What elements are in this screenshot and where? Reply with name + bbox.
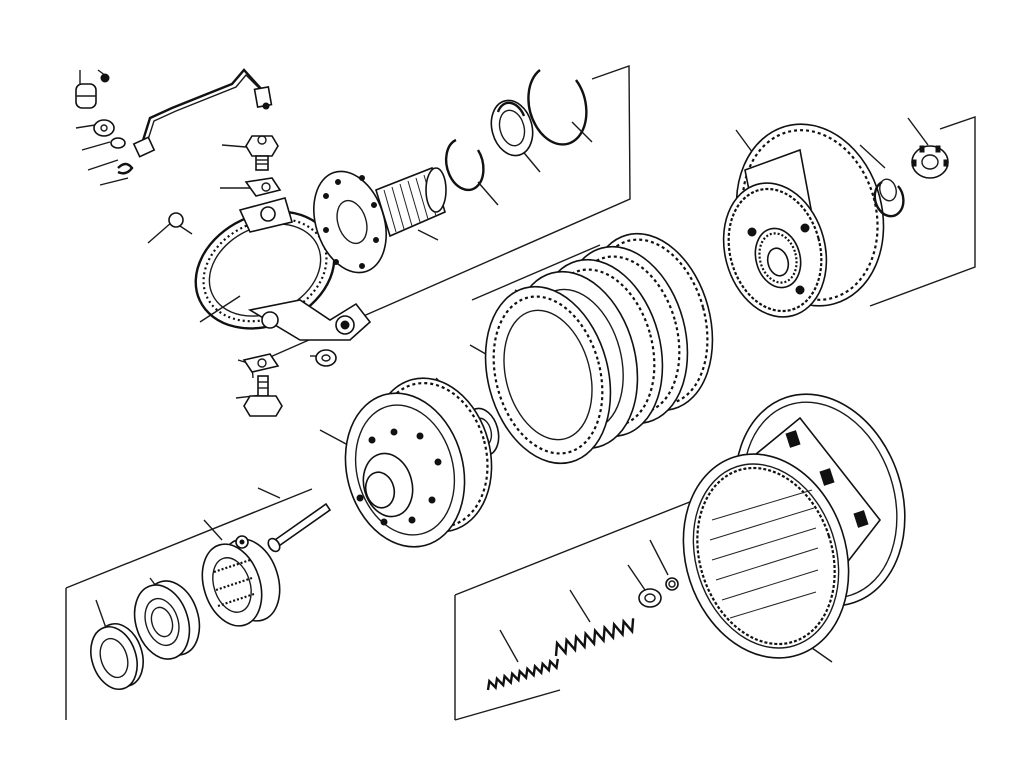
circlip-large (527, 69, 588, 146)
planet-carrier (722, 123, 885, 318)
washer (110, 137, 126, 149)
clutch-plate-stack (484, 232, 714, 465)
small-nut (315, 349, 337, 367)
lock-tab-lower (242, 353, 280, 373)
circlip-small (444, 138, 485, 192)
thrust-washer (490, 99, 534, 157)
long-pin (267, 502, 332, 553)
banjo-union-bolt (75, 73, 110, 109)
ball (665, 577, 679, 591)
spring-clip (117, 162, 134, 175)
clutch-drum (344, 377, 493, 548)
ball-bearing (133, 580, 201, 660)
large-spring (554, 618, 635, 657)
output-shaft-flange (313, 166, 447, 274)
castellated-nut (911, 145, 949, 179)
oil-seal (90, 623, 144, 690)
bearing-housing (201, 535, 281, 627)
nut (93, 119, 115, 137)
spring-cap (638, 588, 662, 608)
set-screw (168, 212, 193, 235)
feed-pipe (132, 68, 273, 158)
hex-bolt (243, 375, 283, 417)
plug-bolt (245, 135, 279, 171)
annulus-ring-gear (682, 393, 906, 659)
lock-tab-upper (244, 177, 282, 197)
snap-ring (873, 178, 905, 218)
small-spring (486, 658, 559, 691)
